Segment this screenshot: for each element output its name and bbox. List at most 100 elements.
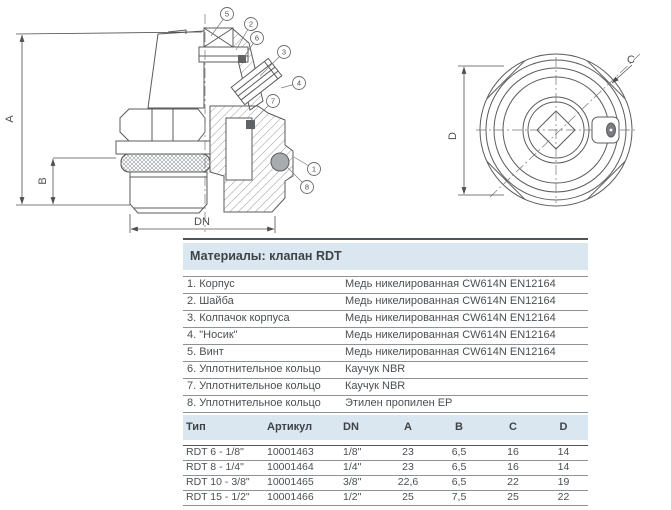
cap-tab (167, 29, 187, 34)
part-material: Медь никелированная CW614N EN12164 (345, 278, 556, 290)
spec-cell: 1/8" (343, 446, 362, 458)
spec-cell: 19 (557, 476, 570, 488)
materials-table-title: Материалы: клапан RDT (183, 243, 588, 270)
spec-cell: RDT 6 - 1/8" (186, 446, 244, 458)
callout-circle-3 (277, 45, 291, 59)
callout-number-6: 6 (255, 34, 259, 43)
spec-cell: 6,5 (451, 476, 467, 488)
spec-row: RDT 10 - 3/8" 10001465 3/8" 22,6 6,5 22 19 (183, 476, 588, 491)
cap-body (147, 30, 205, 109)
callout-circle-7 (266, 94, 280, 108)
part-name: 4. "Носик" (187, 329, 238, 341)
part-material: Медь никелированная CW614N EN12164 (345, 346, 556, 358)
callout-circle-4 (292, 76, 306, 90)
materials-row: 3. Колпачок корпуса Медь никелированная C… (183, 311, 588, 328)
spec-cell: 16 (507, 446, 519, 458)
callout-circle-8 (300, 180, 314, 194)
callout-number-3: 3 (282, 48, 286, 57)
materials-row: 5. Винт Медь никелированная CW614N EN1216… (183, 345, 588, 362)
spec-cell: 6,5 (451, 446, 467, 458)
part-material: Этилен пропилен EP (345, 397, 453, 409)
part-material: Каучук NBR (345, 380, 406, 392)
part-name: 7. Уплотнительное кольцо (187, 380, 321, 392)
callout-number-2: 2 (249, 20, 253, 29)
cap-flats (486, 60, 626, 200)
part-material: Медь никелированная CW614N EN12164 (345, 295, 556, 307)
dim-c-arrow (611, 64, 633, 84)
part-name: 2. Шайба (187, 295, 234, 307)
side-port (591, 116, 620, 144)
spec-cell: 10001466 (267, 491, 314, 503)
valve-parts (115, 27, 283, 214)
spec-header-C: C (509, 421, 517, 433)
spec-cell: 22,6 (397, 476, 419, 488)
materials-row: 2. Шайба Медь никелированная CW614N EN121… (183, 294, 588, 311)
spec-cell: 22 (557, 491, 570, 503)
dim-label-d: D (447, 132, 459, 140)
callout-number-7: 7 (271, 97, 275, 106)
dim-label-b: B (37, 177, 49, 184)
callout-circle-1 (307, 162, 321, 176)
spec-cell: 14 (557, 461, 570, 473)
spec-cell: 16 (507, 461, 519, 473)
part-material: Медь никелированная CW614N EN12164 (345, 329, 556, 341)
callout-circle-2 (244, 17, 258, 31)
spec-header-Тип: Тип (186, 421, 206, 433)
spec-cell: 10001464 (267, 461, 314, 473)
spec-cell: RDT 10 - 3/8" (186, 476, 250, 488)
spec-cell: 23 (402, 461, 414, 473)
dim-label-c: C (627, 54, 635, 66)
screw-cross (203, 27, 234, 48)
spec-cell: 7,5 (451, 491, 467, 503)
knurl-band (120, 153, 211, 173)
callout-circle-5 (220, 7, 234, 21)
part-material: Каучук NBR (345, 363, 406, 375)
spec-cell: 10001465 (267, 476, 314, 488)
axis-diagonal (489, 53, 641, 198)
threaded-spigot (129, 171, 208, 214)
callout-number-4: 4 (297, 79, 301, 88)
spec-cell: 3/8" (343, 476, 362, 488)
dim-label-a: A (4, 115, 16, 123)
callout-number-8: 8 (305, 183, 309, 192)
materials-row: 6. Уплотнительное кольцо Каучук NBR (183, 362, 588, 379)
part-name: 6. Уплотнительное кольцо (187, 363, 321, 375)
callout-circle-6 (250, 31, 264, 45)
dim-label-dn: DN (194, 216, 210, 228)
callout-number-1: 1 (312, 165, 316, 174)
spec-header-B: B (455, 421, 463, 433)
washer-seat (198, 55, 249, 63)
spec-cell: RDT 15 - 1/2" (186, 491, 250, 503)
nose-part (230, 57, 283, 106)
spec-cell: 1/4" (343, 461, 362, 473)
spec-header-A: A (404, 421, 412, 433)
spec-header-Артикул: Артикул (267, 421, 313, 433)
o-ring-8 (270, 152, 290, 172)
spec-cell: 22 (507, 476, 519, 488)
part-name: 5. Винт (187, 346, 224, 358)
washer-part (198, 46, 249, 57)
part-material: Медь никелированная CW614N EN12164 (345, 312, 556, 324)
spec-cell: 6,5 (451, 461, 467, 473)
top-view-drawing: D C (447, 53, 641, 207)
o-ring-6 (238, 55, 246, 63)
part-name: 3. Колпачок корпуса (187, 312, 290, 324)
hex-section (119, 108, 206, 142)
spec-cell: 10001463 (267, 446, 314, 458)
dimension-lines-top-view (458, 64, 633, 196)
flange (115, 140, 211, 155)
spec-cell: 23 (402, 446, 414, 458)
